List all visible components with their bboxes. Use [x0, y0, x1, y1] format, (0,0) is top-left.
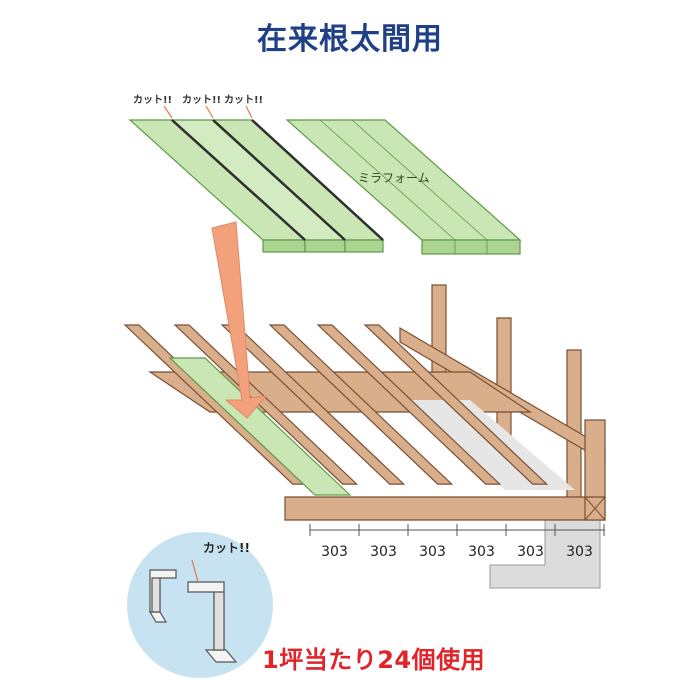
bracket-cut-label: カット!!: [203, 541, 250, 555]
cut-label: カット!!: [133, 94, 172, 106]
floor-joist: [316, 324, 502, 485]
front-sill: [284, 496, 606, 521]
dimension-line: 303 303 303 303 303 303: [309, 524, 605, 560]
cut-label: カット!!: [224, 94, 263, 106]
dimension-label: 303: [468, 544, 495, 560]
floor-joist: [363, 324, 549, 485]
dimension-label: 303: [321, 544, 348, 560]
cut-board-edge: [344, 239, 384, 253]
floor-joists: [123, 324, 549, 485]
dimension-label: 303: [419, 544, 446, 560]
placement-arrow: [211, 221, 268, 419]
dimension-label: 303: [517, 544, 544, 560]
installed-insulation-area: [400, 400, 575, 490]
usage-note: 1坪当たり24個使用: [262, 646, 486, 674]
cut-label: カット!!: [182, 94, 221, 106]
support-bracket: [187, 581, 238, 663]
dimension-label: 303: [370, 544, 397, 560]
cut-board-edge: [304, 239, 346, 253]
bracket-detail: カット!!: [127, 532, 273, 678]
wall-post: [566, 349, 582, 501]
insulation-board-edge: [421, 239, 521, 255]
installed-insulation-board: [168, 357, 352, 496]
cut-board-edge: [262, 239, 306, 253]
insulation-board: ミラフォーム: [285, 119, 522, 255]
wall-post: [584, 419, 606, 498]
support-bracket: [148, 569, 177, 623]
bracket-detail-circle: [127, 532, 273, 678]
floor-joist: [268, 324, 454, 485]
dimension-label: 303: [566, 544, 593, 560]
page-title: 在来根太間用: [257, 22, 443, 57]
product-label: ミラフォーム: [358, 171, 430, 185]
floor-joist: [173, 324, 359, 485]
cut-board: カット!! カット!! カット!!: [128, 94, 385, 253]
